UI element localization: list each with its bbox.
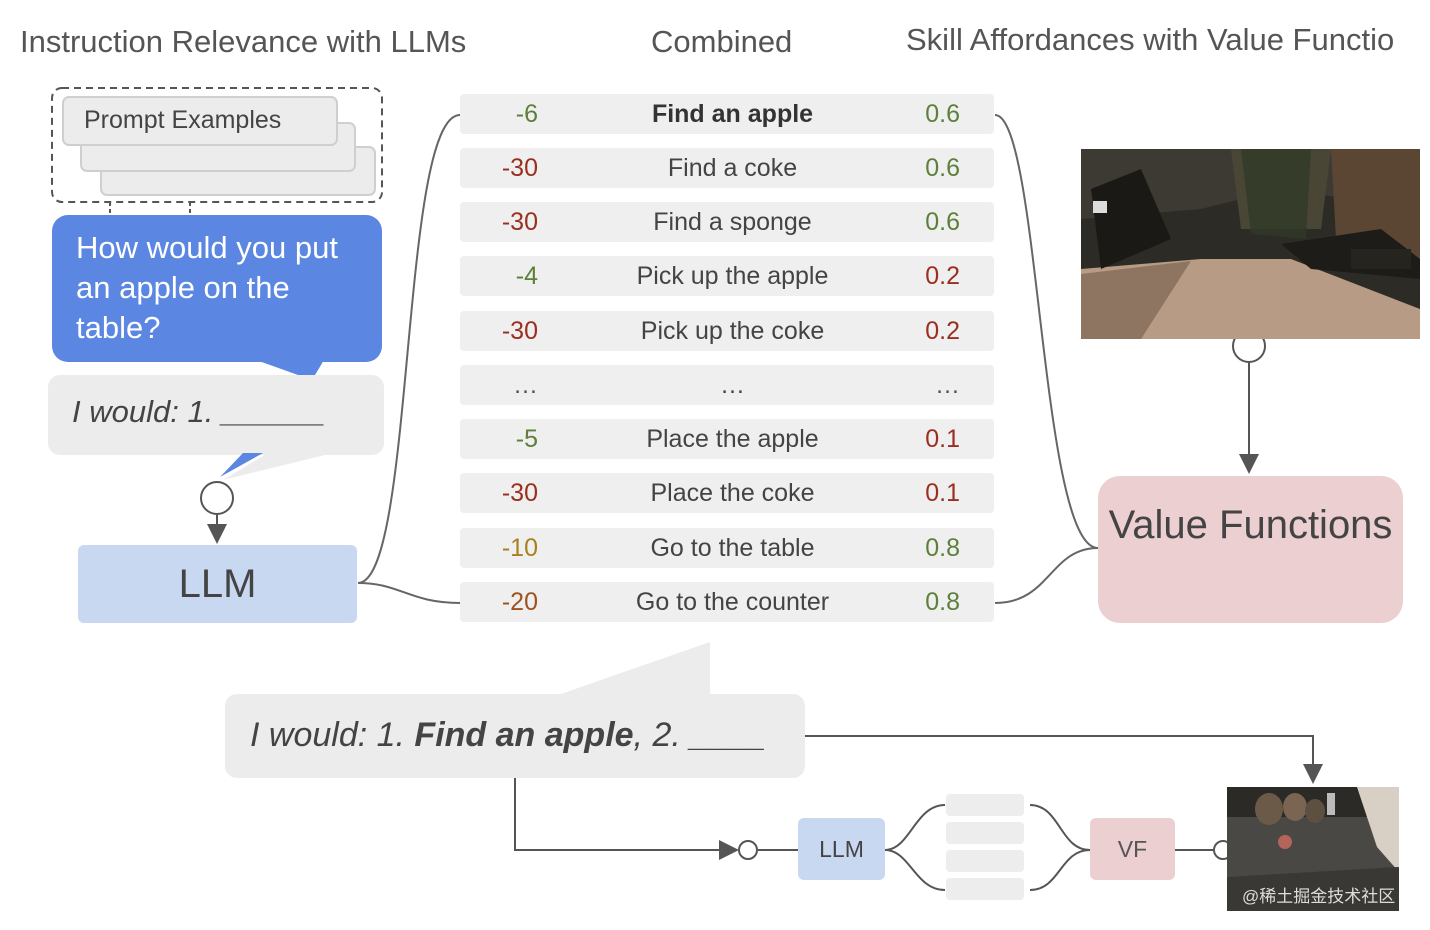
skill-label: Place the apple xyxy=(646,425,819,453)
answer-bubble-shape xyxy=(48,375,384,480)
skill-label: Find an apple xyxy=(651,100,814,128)
skill-label: … xyxy=(720,371,745,399)
affordance-value: 0.1 xyxy=(925,425,960,453)
heading-combined: Combined xyxy=(651,24,793,59)
heading-skill-affordances: Skill Affordances with Value Functio xyxy=(906,22,1395,57)
skill-label: Find a sponge xyxy=(653,208,812,236)
question-bubble-shape xyxy=(52,215,382,380)
prompt-example-card-front: Prompt Examples xyxy=(62,96,338,146)
llm-score: -4 xyxy=(515,262,538,290)
llm-score: -30 xyxy=(501,317,538,345)
affordance-value: 0.6 xyxy=(925,154,960,182)
llm-score: -30 xyxy=(501,154,538,182)
skill-row: … … … xyxy=(460,365,994,405)
mini-list-row xyxy=(946,794,1024,816)
heading-instruction-relevance: Instruction Relevance with LLMs xyxy=(20,24,467,59)
bottom-sentence-suffix: , 2. ____ xyxy=(633,716,766,754)
affordance-value: 0.2 xyxy=(925,317,960,345)
value-functions-label: Value Functions xyxy=(1108,503,1393,547)
llm-score: … xyxy=(513,371,538,399)
skill-label: Place the coke xyxy=(650,479,815,507)
mini-list-row xyxy=(946,822,1024,844)
bottom-bubble-shape xyxy=(225,642,805,778)
skill-row: -30 Place the coke 0.1 xyxy=(460,473,994,513)
skill-row: -30 Find a sponge 0.6 xyxy=(460,202,994,242)
skill-row: -6 Find an apple 0.6 xyxy=(460,94,994,134)
value-functions-box: Value Functions xyxy=(1098,476,1403,623)
bottom-sentence: I would: 1. Find an apple, 2. ____ xyxy=(250,716,766,755)
llm-score: -30 xyxy=(501,208,538,236)
affordance-value: 0.6 xyxy=(925,208,960,236)
affordance-value: 0.8 xyxy=(925,534,960,562)
skill-row: -30 Pick up the coke 0.2 xyxy=(460,311,994,351)
mini-vf-box: VF xyxy=(1090,818,1175,880)
mini-list-row xyxy=(946,878,1024,900)
skill-label: Pick up the coke xyxy=(640,317,825,345)
skill-label: Find a coke xyxy=(667,154,798,182)
affordance-value: … xyxy=(935,371,960,399)
llm-score: -20 xyxy=(501,588,538,616)
llm-box-label: LLM xyxy=(178,562,257,606)
skill-label: Pick up the apple xyxy=(636,262,829,290)
mini-list-row xyxy=(946,850,1024,872)
skill-row: -4 Pick up the apple 0.2 xyxy=(460,256,994,296)
kitchen-scene-image xyxy=(1081,149,1420,339)
affordance-value: 0.6 xyxy=(925,100,960,128)
skill-label: Go to the counter xyxy=(635,588,830,616)
affordance-value: 0.8 xyxy=(925,588,960,616)
skill-row: -20 Go to the counter 0.8 xyxy=(460,582,994,622)
bottom-sentence-prefix: I would: 1. xyxy=(250,716,415,754)
llm-score: -6 xyxy=(515,100,538,128)
skill-row: -30 Find a coke 0.6 xyxy=(460,148,994,188)
mini-vf-label: VF xyxy=(1117,836,1148,862)
affordance-value: 0.1 xyxy=(925,479,960,507)
skill-label: Go to the table xyxy=(650,534,815,562)
answer-bubble-text: I would: 1. ______ xyxy=(72,394,326,429)
robot-table-image xyxy=(1227,787,1399,911)
mini-llm-box: LLM xyxy=(798,818,885,880)
llm-box: LLM xyxy=(78,545,357,623)
llm-score: -30 xyxy=(501,479,538,507)
llm-score: -5 xyxy=(515,425,538,453)
skill-row: -5 Place the apple 0.1 xyxy=(460,419,994,459)
bottom-sentence-selected-skill: Find an apple xyxy=(414,716,634,754)
skill-row: -10 Go to the table 0.8 xyxy=(460,528,994,568)
mini-llm-label: LLM xyxy=(819,836,864,862)
llm-score: -10 xyxy=(501,534,538,562)
question-bubble-text: How would you put an apple on the table? xyxy=(76,230,338,345)
watermark-text: @稀土掘金技术社区 xyxy=(1242,887,1396,906)
prompt-examples-label: Prompt Examples xyxy=(84,106,282,134)
affordance-value: 0.2 xyxy=(925,262,960,290)
